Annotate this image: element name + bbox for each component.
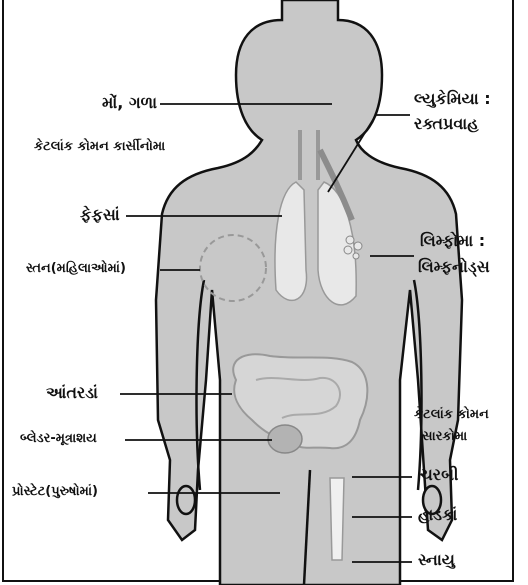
femur-bone xyxy=(330,478,344,560)
label-common-sarcomas-1: કેટલાંક કોમન xyxy=(414,408,489,423)
label-lymphoma: લિમ્ફોમા : xyxy=(420,232,485,250)
label-mouth-throat: મોં, ગળા xyxy=(102,94,157,112)
label-blood-stream: રક્તપ્રવાહ xyxy=(414,115,479,133)
label-breast: સ્તન(મહિલાઓમાં) xyxy=(26,262,126,277)
label-leukemia: લ્યુકેમિયા : xyxy=(414,90,491,108)
label-prostate: પ્રોસ્ટેટ(પુરુષોમાં) xyxy=(12,485,98,500)
label-muscles: સ્નાયુ xyxy=(418,551,455,569)
left-hand xyxy=(177,486,195,514)
label-bladder: બ્લેડર-મૂત્રાશય xyxy=(20,432,97,447)
label-lungs: ફેફસાં xyxy=(80,206,120,224)
label-bones: હાડકાં xyxy=(418,506,457,524)
label-lymph-nodes: લિમ્ફનોડ્સ xyxy=(418,258,490,276)
label-fat: ચરબી xyxy=(420,466,459,484)
label-common-sarcomas-2: સારકોમા xyxy=(422,430,467,445)
bladder xyxy=(268,425,302,453)
label-common-carcinomas: કેટલાંક કોમન કાર્સીનોમા xyxy=(34,140,165,155)
label-intestines: આંતરડાં xyxy=(46,384,98,402)
